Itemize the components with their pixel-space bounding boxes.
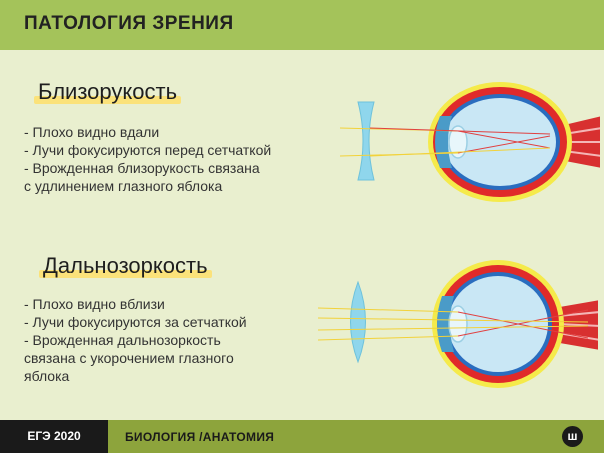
exam-badge: ЕГЭ 2020 xyxy=(0,420,108,453)
concave-lens xyxy=(357,101,375,181)
vitreous-body xyxy=(444,98,556,186)
list-item: - Лучи фокусируются перед сетчаткой xyxy=(24,142,272,158)
list-item: - Плохо видно вдали xyxy=(24,124,160,140)
list-item: - Плохо видно вблизи xyxy=(24,296,165,312)
subject-label: БИОЛОГИЯ /АНАТОМИЯ xyxy=(125,430,275,444)
list-item: - Лучи фокусируются за сетчаткой xyxy=(24,314,247,330)
light-rays xyxy=(318,307,589,341)
list-item: - Врожденная дальнозоркость xyxy=(24,332,221,348)
myopia-list: - Плохо видно вдали - Лучи фокусируются … xyxy=(24,123,271,195)
eye-lens xyxy=(448,305,468,343)
hyperopia-heading: Дальнозоркость xyxy=(39,253,212,279)
eye-lens xyxy=(448,125,468,159)
list-item: - Врожденная близорукость связана xyxy=(24,160,260,176)
slide-header: ПАТОЛОГИЯ ЗРЕНИЯ xyxy=(0,0,604,50)
convex-lens xyxy=(350,280,366,364)
heading-highlight xyxy=(39,270,212,278)
vitreous-body xyxy=(448,276,548,372)
heading-highlight xyxy=(34,96,182,104)
list-item: связана с укорочением глазного xyxy=(24,350,234,366)
hyperopia-heading-text: Дальнозоркость xyxy=(43,253,208,278)
list-item: яблока xyxy=(24,368,70,384)
myopia-heading: Близорукость xyxy=(34,79,182,105)
hyperopia-list: - Плохо видно вблизи - Лучи фокусируются… xyxy=(24,295,247,385)
myopia-eye-diagram xyxy=(340,82,600,202)
brand-logo-icon: ш xyxy=(562,426,583,447)
slide-footer: ЕГЭ 2020 БИОЛОГИЯ /АНАТОМИЯ ш xyxy=(0,420,604,453)
list-item: с удлинением глазного яблока xyxy=(24,178,223,194)
iris xyxy=(435,116,452,168)
light-rays xyxy=(340,127,551,157)
hyperopia-eye-diagram xyxy=(318,260,598,388)
iris xyxy=(437,296,454,352)
myopia-heading-text: Близорукость xyxy=(38,79,178,104)
slide-title: ПАТОЛОГИЯ ЗРЕНИЯ xyxy=(24,13,234,34)
